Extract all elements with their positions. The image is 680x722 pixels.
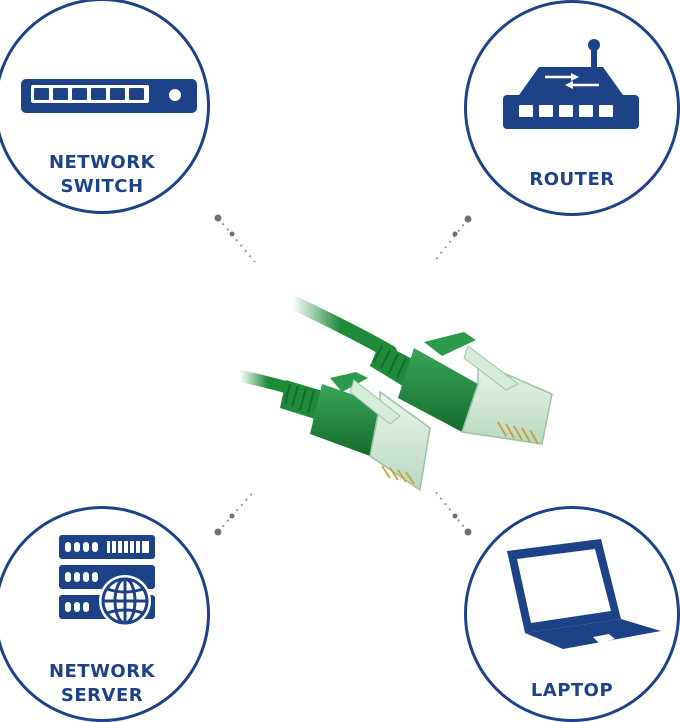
laptop-node: LAPTOP [464, 506, 680, 722]
connector-dot [229, 513, 235, 519]
ethernet-cable-image [234, 295, 553, 492]
connector-dot [214, 214, 222, 222]
router-icon [503, 39, 639, 129]
connector-dot [229, 231, 235, 237]
connector-dot [452, 513, 458, 519]
network-switch-node: NETWORK SWITCH [0, 0, 210, 214]
router-node: ROUTER [464, 0, 680, 216]
router-label: ROUTER [529, 169, 615, 190]
server-rack-icon [59, 535, 155, 627]
connector-switch [217, 217, 256, 263]
network-switch-label: NETWORK SWITCH [48, 152, 156, 197]
connector-dot [452, 231, 458, 237]
connector-dot [214, 528, 222, 536]
connector-router [433, 218, 469, 263]
connector-dot [464, 215, 472, 223]
network-server-label: NETWORK SERVER [48, 661, 156, 706]
network-switch-icon [21, 79, 197, 113]
laptop-label: LAPTOP [530, 680, 614, 701]
connector-dot [464, 528, 472, 536]
laptop-icon [507, 539, 661, 649]
network-server-node: NETWORK SERVER [0, 506, 210, 722]
